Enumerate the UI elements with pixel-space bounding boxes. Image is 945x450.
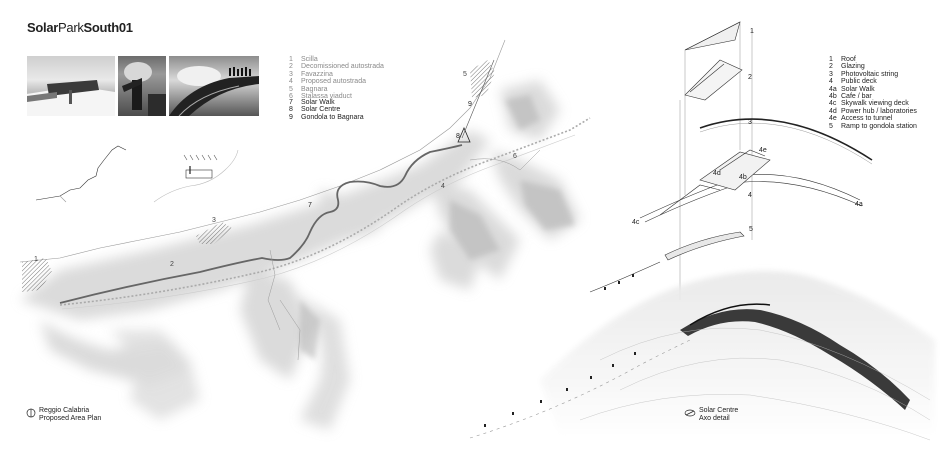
axo-ramp <box>664 231 745 261</box>
gondola-line <box>461 59 495 139</box>
photo-dark-figure-graphic <box>122 62 166 116</box>
axo-label-5: 5 <box>749 226 753 233</box>
proposed-autostrada-edge <box>61 134 576 310</box>
plan-caption: Reggio Calabria Proposed Area Plan <box>39 407 101 422</box>
photo-highway-ruin <box>27 56 115 116</box>
axo-terrain <box>469 261 935 441</box>
town-favazzina <box>196 222 232 244</box>
decommissioned-autostrada <box>59 144 463 304</box>
map-label-1: 1 <box>34 256 38 263</box>
coastline <box>19 39 506 263</box>
axo-caption-line1: Solar Centre <box>699 407 739 414</box>
terrain-darker <box>300 95 575 360</box>
map-label-2: 2 <box>170 261 174 268</box>
axo-label-2: 2 <box>748 74 752 81</box>
axo-roof <box>684 21 741 51</box>
town-bagnara <box>470 60 495 98</box>
axo-label-4d: 4d <box>713 170 721 177</box>
axo-caption: Solar Centre Axo detail <box>699 407 738 422</box>
plan-caption-line1: Reggio Calabria <box>39 407 90 414</box>
axo-public-deck <box>639 149 863 223</box>
axo-north-arrow-icon <box>684 409 696 417</box>
map-label-4: 4 <box>441 183 445 190</box>
map-label-5: 5 <box>463 71 467 78</box>
axo-glazing <box>684 59 743 101</box>
photo-viaduct-crowd <box>169 56 259 116</box>
axo-label-4b: 4b <box>739 174 747 181</box>
proposed-autostrada <box>59 117 591 306</box>
minor-roads <box>267 149 541 361</box>
terrain-shading <box>20 80 580 430</box>
axo-caption-line2: Axo detail <box>699 414 730 422</box>
map-label-7: 7 <box>308 202 312 209</box>
map-label-6: 6 <box>513 153 517 160</box>
axo-label-4: 4 <box>748 192 752 199</box>
map-label-8: 8 <box>456 133 460 140</box>
photo-viaduct-crowd-graphic <box>169 66 259 116</box>
solar-centre-marker <box>457 126 471 143</box>
axo-label-1: 1 <box>750 28 754 35</box>
photo-highway-ruin-graphic <box>27 80 115 116</box>
photo-dark-figure <box>118 56 166 116</box>
axo-label-3: 3 <box>748 119 752 126</box>
axo-label-4a: 4a <box>855 201 863 208</box>
north-arrow-icon <box>26 408 36 418</box>
axo-pv-string <box>699 118 873 165</box>
town-scilla <box>22 258 52 292</box>
map-label-9: 9 <box>468 101 472 108</box>
plan-caption-line2: Proposed Area Plan <box>39 414 102 422</box>
page-title: SolarParkSouth01 <box>27 20 133 35</box>
map-label-3: 3 <box>212 217 216 224</box>
axo-label-4c: 4c <box>632 219 640 226</box>
axo-label-4e: 4e <box>759 147 767 154</box>
inset-sketch <box>35 145 239 203</box>
